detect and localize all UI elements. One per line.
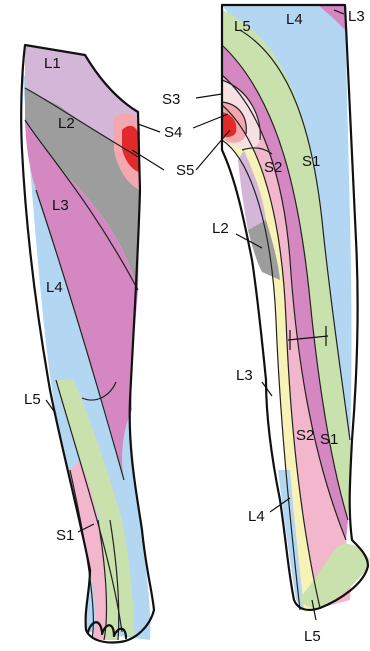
label-anterior-l1: L1	[44, 55, 61, 72]
label-posterior-s2: S2	[264, 159, 282, 176]
label-anterior-l5: L5	[24, 391, 41, 408]
label-posterior-l4-top: L4	[286, 11, 303, 28]
label-posterior-s1: S1	[302, 153, 320, 170]
label-posterior-l5-top: L5	[234, 18, 251, 35]
label-posterior-s2-lower: S2	[296, 427, 314, 444]
label-s4: S4	[164, 124, 182, 141]
label-posterior-l3-top: L3	[348, 8, 365, 25]
posterior-leg	[222, 5, 370, 610]
label-anterior-l3: L3	[52, 197, 69, 214]
label-anterior-l4: L4	[46, 279, 63, 296]
label-posterior-l5: L5	[304, 628, 321, 645]
label-posterior-l3: L3	[236, 367, 253, 384]
label-anterior-s1: S1	[56, 527, 74, 544]
anterior-leg	[21, 45, 154, 643]
label-s3: S3	[162, 91, 180, 108]
label-s5: S5	[176, 162, 194, 179]
label-posterior-s1-lower: S1	[320, 431, 338, 448]
label-posterior-l4: L4	[248, 508, 265, 525]
label-posterior-l2: L2	[212, 220, 229, 237]
label-anterior-l2: L2	[58, 115, 75, 132]
